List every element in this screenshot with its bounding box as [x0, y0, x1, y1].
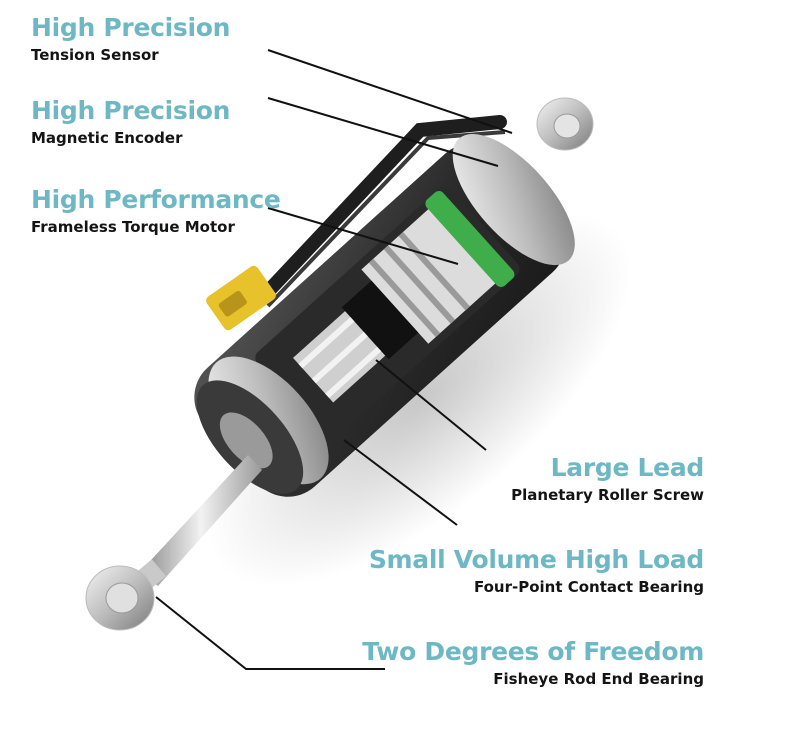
- callout-title: Large Lead: [550, 453, 705, 482]
- callout-subtitle: Planetary Roller Screw: [511, 486, 704, 504]
- callout-subtitle: Magnetic Encoder: [31, 129, 183, 147]
- leader-magnetic-encoder: [267, 97, 499, 167]
- callout-planetary-roller-screw: Large Lead Planetary Roller Screw: [511, 453, 704, 505]
- leader-four-point-bearing: [343, 439, 458, 526]
- leader-planetary-roller-screw: [375, 359, 487, 451]
- leader-lines: [155, 49, 513, 670]
- callout-frameless-torque-motor: High Performance Frameless Torque Motor: [31, 185, 281, 237]
- top-fisheye-icon: [536, 97, 594, 151]
- callout-title: Two Degrees of Freedom: [362, 637, 704, 666]
- callout-tension-sensor: High Precision Tension Sensor: [31, 13, 230, 65]
- fisheye-rod-end-icon: [85, 565, 155, 631]
- callout-subtitle: Frameless Torque Motor: [31, 218, 235, 236]
- callout-subtitle: Tension Sensor: [31, 46, 159, 64]
- callout-title: Small Volume High Load: [368, 545, 704, 574]
- callout-fisheye-bearing: Two Degrees of Freedom Fisheye Rod End B…: [362, 637, 704, 689]
- callout-subtitle: Fisheye Rod End Bearing: [493, 670, 704, 688]
- cable-bundle-icon: [253, 115, 507, 308]
- callout-title: High Precision: [31, 96, 231, 125]
- callout-subtitle: Four-Point Contact Bearing: [473, 578, 704, 596]
- callout-four-point-bearing: Small Volume High Load Four-Point Contac…: [369, 545, 704, 597]
- callout-title: High Precision: [31, 13, 231, 42]
- shadow: [208, 212, 632, 588]
- leader-frameless-torque-motor: [267, 207, 459, 265]
- callout-magnetic-encoder: High Precision Magnetic Encoder: [31, 96, 230, 148]
- leader-tension-sensor: [267, 49, 513, 134]
- callout-title: High Performance: [31, 185, 281, 214]
- connector-icon: [206, 265, 276, 331]
- leader-fisheye-bearing: [155, 596, 385, 670]
